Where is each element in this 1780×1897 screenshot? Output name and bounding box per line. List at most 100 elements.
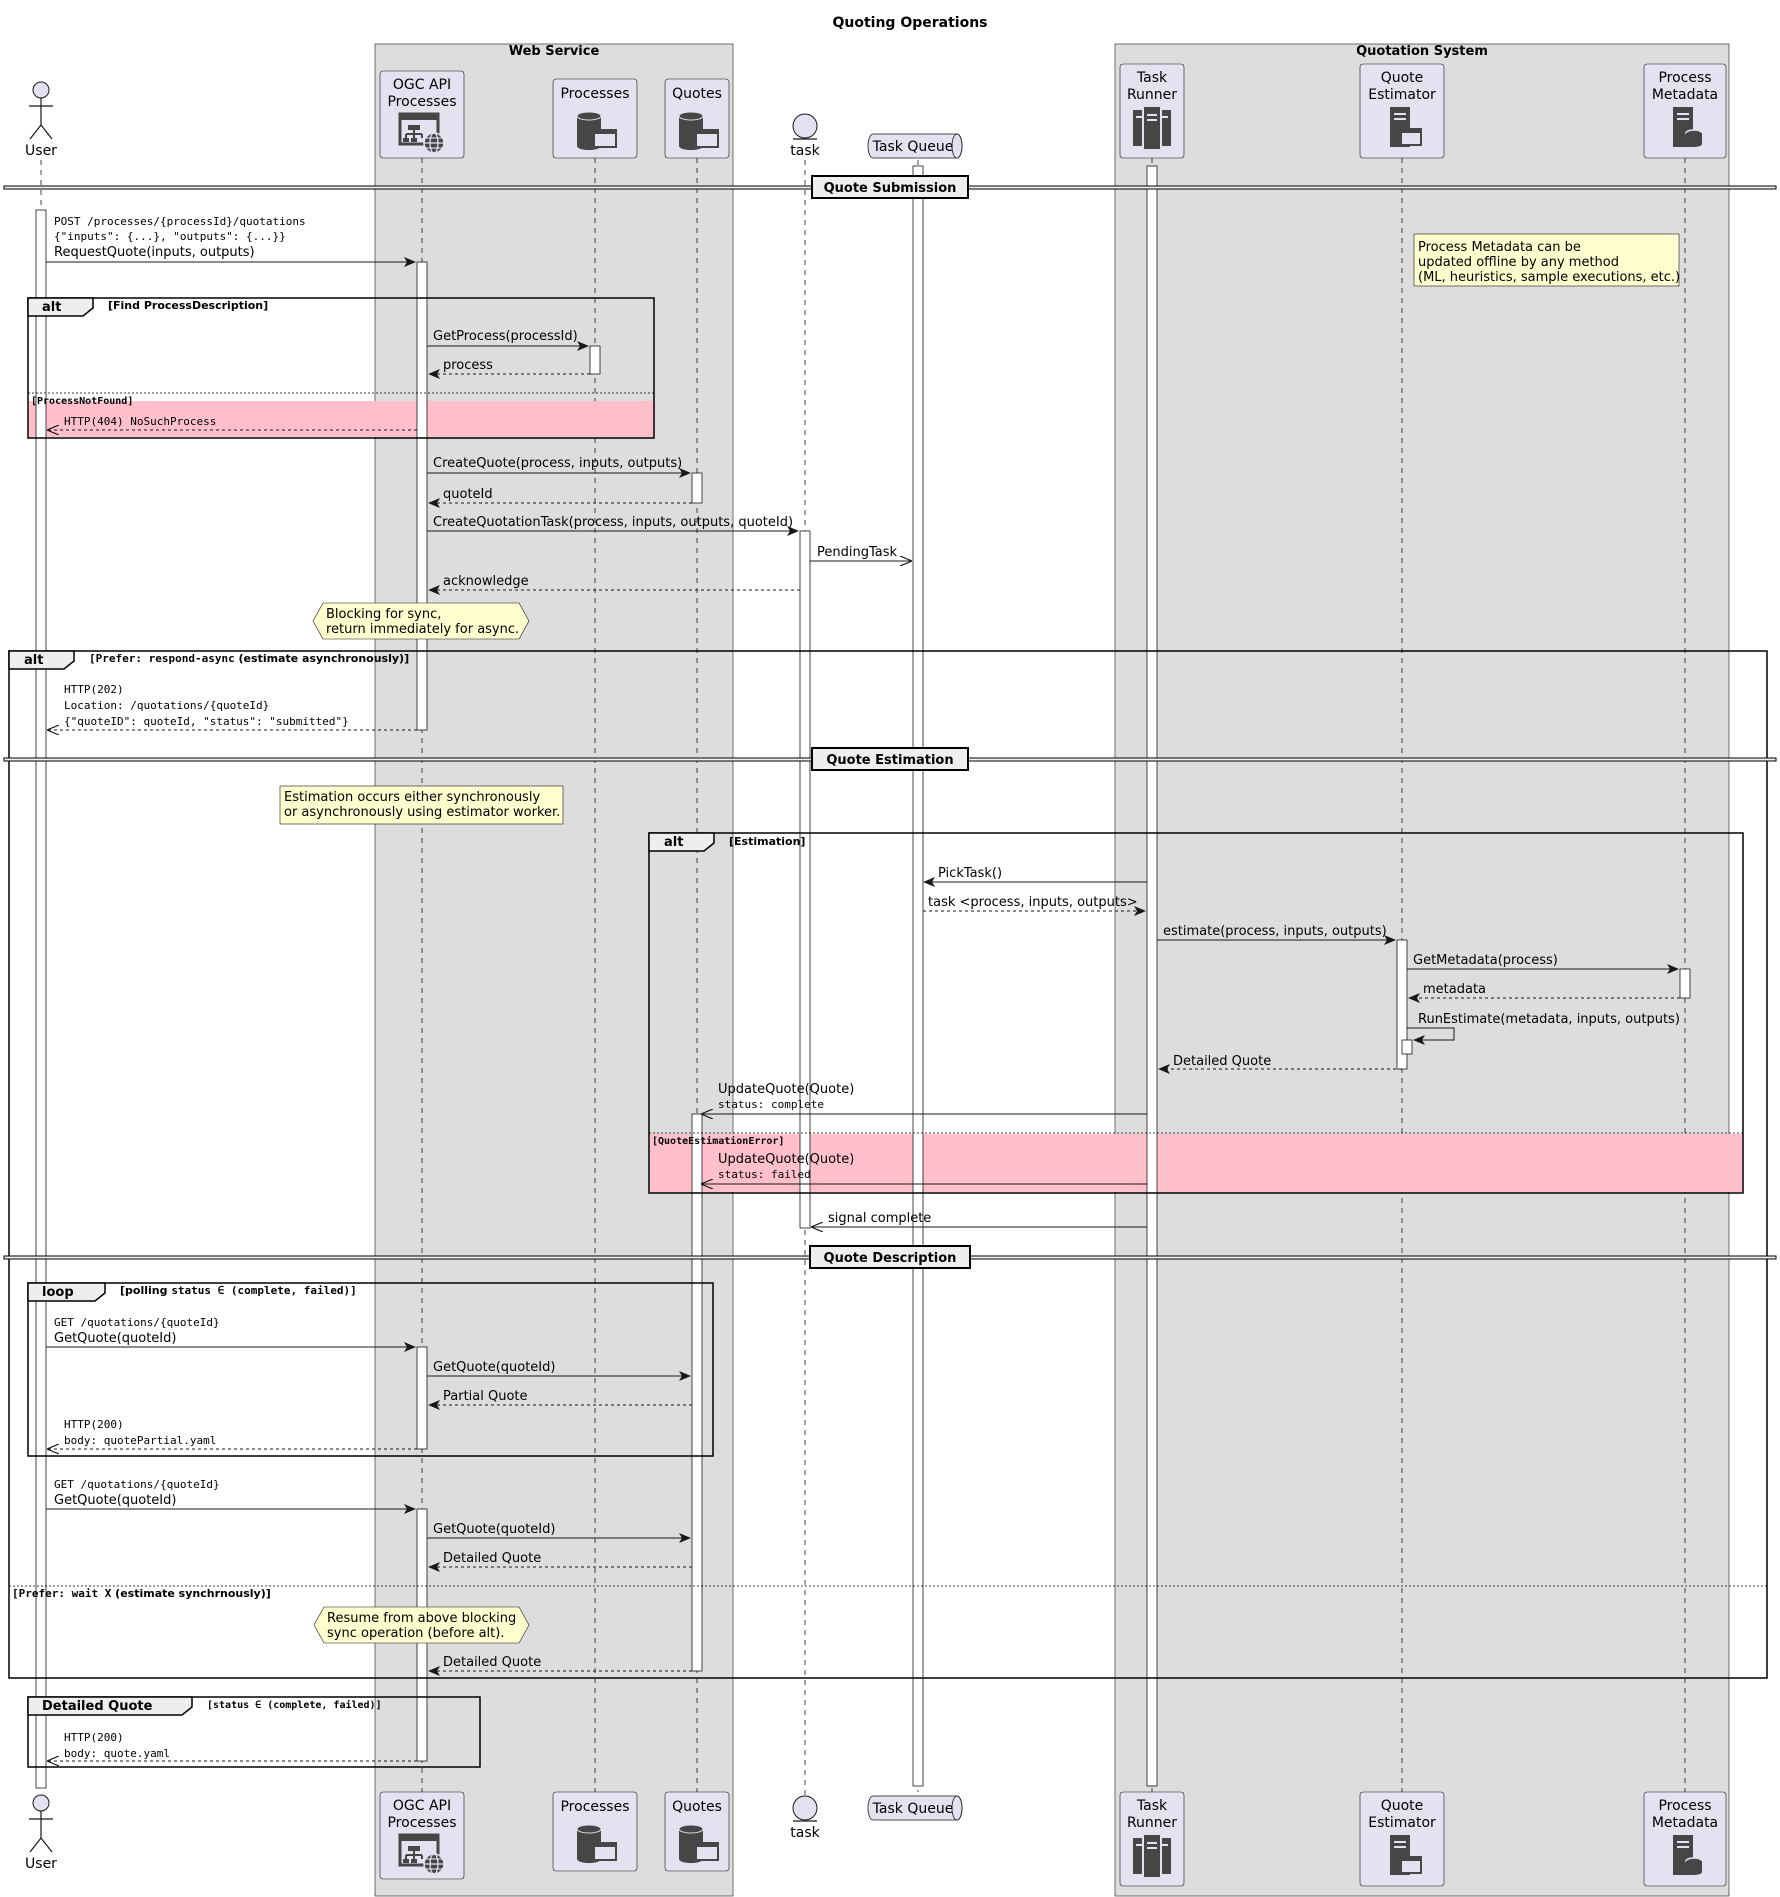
svg-text:PendingTask: PendingTask [817, 545, 897, 560]
svg-text:Detailed Quote: Detailed Quote [443, 1655, 541, 1670]
msg-process: process [428, 358, 590, 379]
frame-loop-polling-guard: [polling status ∈ (complete, failed)] [120, 1284, 357, 1297]
frame-alt-prefer-guard: [Prefer: respond-async (estimate asynchr… [89, 652, 409, 665]
participant-processes-top: Processes [552, 78, 638, 159]
divider-quote-estimation: Quote Estimation [3, 747, 1777, 771]
svg-text:task: task [790, 143, 820, 159]
participant-task-top: task [790, 113, 821, 159]
participant-processes-bottom: Processes [552, 1791, 638, 1872]
svg-text:HTTP(404) NoSuchProcess: HTTP(404) NoSuchProcess [64, 415, 216, 428]
note-blocking: Blocking for sync, return immediately fo… [312, 602, 530, 640]
svg-text:GetQuote(quoteId): GetQuote(quoteId) [433, 1522, 555, 1537]
svg-text:GetProcess(processId): GetProcess(processId) [433, 329, 578, 344]
svg-text:Process Metadata can be: Process Metadata can be updated offline … [1418, 240, 1680, 285]
svg-text:UpdateQuote(Quote) statu: UpdateQuote(Quote) status: failed [718, 1152, 858, 1181]
svg-text:User: User [25, 143, 57, 159]
divider-quote-description-label: Quote Description [824, 1251, 957, 1266]
msg-detailed-quote-sync: Detailed Quote [428, 1655, 692, 1676]
svg-text:process: process [443, 358, 493, 373]
msg-http-200-final: HTTP(200) body: quote.yaml [48, 1731, 417, 1761]
svg-text:CreateQuotationTask(process, i: CreateQuotationTask(process, inputs, out… [433, 515, 793, 530]
msg-task-tuple: task <process, inputs, outputs> [923, 895, 1146, 916]
svg-text:GET /quotations/{quoteId}: GET /quotations/{quoteId} GetQuote(quote… [54, 1477, 224, 1508]
msg-request-quote: POST /processes/{processId}/quotations {… [46, 215, 416, 267]
frame-alt-estimation: alt [Estimation] [QuoteEstimationError] [648, 832, 1744, 1194]
svg-text:HTTP(200) body: quote.ya: HTTP(200) body: quote.yaml [64, 1731, 170, 1760]
svg-text:UpdateQuote(Quote) statu: UpdateQuote(Quote) status: complete [718, 1082, 858, 1111]
msg-get-quote-poll: GET /quotations/{quoteId} GetQuote(quote… [46, 1315, 416, 1352]
frame-loop-polling: loop [polling status ∈ (complete, failed… [27, 1282, 714, 1457]
divider-quote-description: Quote Description [3, 1245, 1777, 1269]
svg-text:signal complete: signal complete [828, 1211, 931, 1226]
svg-text:quoteId: quoteId [443, 487, 493, 502]
participant-user-bottom: User [25, 1794, 57, 1872]
frame-alt-prefer-else-guard: [Prefer: wait X (estimate synchrnously)] [12, 1587, 271, 1600]
svg-text:Task Queue: Task Queue [872, 1801, 954, 1817]
svg-text:HTTP(200) body: quotePar: HTTP(200) body: quotePartial.yaml [64, 1418, 216, 1447]
svg-text:User: User [25, 1856, 57, 1872]
participant-quotes-top: Quotes [664, 78, 730, 159]
server-cluster-icon [1132, 105, 1172, 151]
svg-text:Processes: Processes [560, 1799, 629, 1815]
msg-create-quotation-task: CreateQuotationTask(process, inputs, out… [427, 515, 799, 536]
svg-text:GET /quotations/{quoteId}: GET /quotations/{quoteId} GetQuote(quote… [54, 1315, 224, 1346]
msg-acknowledge: acknowledge [428, 574, 800, 595]
svg-text:CreateQuote(process, inputs, o: CreateQuote(process, inputs, outputs) [433, 456, 682, 471]
svg-text:Resume from above blocking: Resume from above blocking sync operatio… [327, 1611, 520, 1641]
frame-alt-find: alt [Find ProcessDescription] [ProcessNo… [27, 297, 655, 439]
frame-alt-find-guard: [Find ProcessDescription] [108, 299, 268, 312]
svg-text:Estimation occurs either synch: Estimation occurs either synchronously o… [284, 790, 560, 820]
frame-alt-find-else-guard: [ProcessNotFound] [31, 396, 133, 407]
frame-alt-prefer-keyword: alt [24, 653, 43, 668]
msg-run-estimate: RunEstimate(metadata, inputs, outputs) [1407, 1012, 1680, 1045]
note-process-metadata: Process Metadata can be updated offline … [1413, 233, 1680, 287]
divider-quote-submission-label: Quote Submission [824, 181, 957, 196]
note-resume: Resume from above blocking sync operatio… [313, 1606, 530, 1644]
svg-text:metadata: metadata [1423, 982, 1486, 997]
frame-loop-polling-keyword: loop [42, 1285, 74, 1300]
msg-http-200-partial: HTTP(200) body: quotePartial.yaml [48, 1418, 417, 1449]
svg-text:Detailed Quote: Detailed Quote [1173, 1054, 1271, 1069]
svg-text:GetMetadata(process): GetMetadata(process) [1413, 953, 1558, 968]
divider-quote-estimation-label: Quote Estimation [826, 753, 953, 768]
svg-text:RunEstimate(metadata, inputs,: RunEstimate(metadata, inputs, outputs) [1418, 1012, 1680, 1027]
divider-quote-submission: Quote Submission [3, 175, 1777, 199]
svg-text:Quotes: Quotes [672, 86, 722, 102]
participant-user-top: User [25, 81, 57, 159]
svg-text:Processes: Processes [560, 86, 629, 102]
msg-create-quote: CreateQuote(process, inputs, outputs) [427, 456, 691, 478]
msg-update-quote-complete: UpdateQuote(Quote) status: complete [702, 1082, 1147, 1114]
msg-quote-id: quoteId [428, 487, 692, 508]
box-web-service-title: Web Service [509, 44, 600, 59]
msg-detailed-quote-async: Detailed Quote [428, 1551, 692, 1572]
participant-task-bottom: task [790, 1795, 821, 1841]
svg-text:task <process, inputs, outputs: task <process, inputs, outputs> [928, 895, 1138, 910]
svg-text:Task Queue: Task Queue [872, 139, 954, 155]
box-quotation-system-title: Quotation System [1356, 44, 1488, 59]
msg-metadata: metadata [1408, 982, 1680, 1003]
frame-detailed-quote-guard: [status ∈ (complete, failed)] [207, 1699, 382, 1711]
svg-text:HTTP(202) Location: /quo: HTTP(202) Location: /quotations/{quoteId… [64, 683, 349, 728]
svg-text:Partial Quote: Partial Quote [443, 1389, 528, 1404]
frame-alt-prefer: alt [Prefer: respond-async (estimate asy… [8, 650, 1768, 1679]
frame-alt-estimation-else-guard: [QuoteEstimationError] [652, 1135, 784, 1147]
svg-text:Detailed Quote: Detailed Quote [443, 1551, 541, 1566]
participant-queue-top: Task Queue [867, 133, 963, 159]
alt-estimation-else-fill [650, 1134, 1743, 1192]
note-estimation: Estimation occurs either synchronously o… [279, 785, 564, 825]
msg-http-202: HTTP(202) Location: /quotations/{quoteId… [48, 683, 417, 730]
svg-text:GetQuote(quoteId): GetQuote(quoteId) [433, 1360, 555, 1375]
